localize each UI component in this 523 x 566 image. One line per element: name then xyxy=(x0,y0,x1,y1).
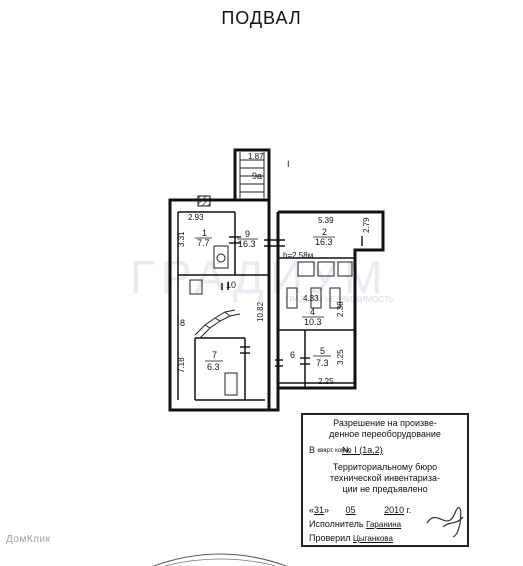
stair-8 xyxy=(194,309,241,339)
dim-3-31: 3.31 xyxy=(177,231,186,247)
dim-2-38: 2.38 xyxy=(336,301,345,317)
room-2-number: 2 xyxy=(322,227,327,237)
room-9-number: 9 xyxy=(245,229,250,239)
room-10-label: 10 xyxy=(226,280,236,290)
stamp-kvart-row: В квярт. комн. № I (1а,2) xyxy=(309,445,461,456)
stamp-checker-label: Проверил xyxy=(309,533,351,543)
section-mark: I xyxy=(287,159,290,169)
room-9-area: 16.3 xyxy=(238,239,256,249)
stamp-line-6: ции не предъявлено xyxy=(342,484,428,494)
stamp-kvart-value: № I (1а,2) xyxy=(342,445,383,455)
stamp-line-4: Территориальному бюро xyxy=(332,462,438,472)
stamp-executor-name: Гаранина xyxy=(366,520,402,529)
dim-3-25: 3.25 xyxy=(336,349,345,365)
room-1-number: 1 xyxy=(202,228,207,238)
stamp-line-2: денное переоборудование xyxy=(329,429,441,439)
stair-9a xyxy=(239,152,265,198)
room-1-area: 7.7 xyxy=(197,238,210,248)
dim-1-87: 1.87 xyxy=(248,152,264,161)
stamp-executor-row: Исполнитель Гаранина xyxy=(309,519,461,530)
room-9a-label: 9a xyxy=(252,171,262,181)
room-7-area: 6.3 xyxy=(207,362,220,372)
stamp-line-1: Разрешение на произве- xyxy=(333,418,437,428)
room-6-label: 6 xyxy=(290,350,295,360)
dim-5-39: 5.39 xyxy=(318,216,334,225)
stamp-date-row: «31» 05 2010 г. xyxy=(309,505,412,515)
stamp-checker-name: Цыганкова xyxy=(352,534,393,543)
room-5-area: 7.3 xyxy=(316,358,329,368)
stamp-kvart-prefix: В xyxy=(309,445,316,455)
corner-logo: ДомКлик xyxy=(6,534,51,545)
stamp-year-suffix: г. xyxy=(406,505,412,515)
stamp-executor-label: Исполнитель xyxy=(309,519,364,529)
door-markers xyxy=(221,236,363,367)
dim-10-82: 10.82 xyxy=(256,301,265,322)
stamp-month: 05 xyxy=(345,505,356,515)
stamp-year: 2010 xyxy=(384,505,405,515)
dim-height: h=2.58м xyxy=(283,251,313,260)
dim-2-25: 2.25 xyxy=(318,377,334,386)
room-4-number: 4 xyxy=(310,307,315,317)
hatched-corner xyxy=(197,195,211,207)
room-8-label: 8 xyxy=(180,318,185,328)
stamp-day: 31 xyxy=(314,505,325,515)
signature-icon xyxy=(426,506,464,538)
room-5-number: 5 xyxy=(320,346,325,356)
stamp-checker-row: Проверил Цыганкова xyxy=(309,533,461,544)
room-7-number: 7 xyxy=(212,350,217,360)
room-2-area: 16.3 xyxy=(315,237,333,247)
stamp-line-5: технической инвентариза- xyxy=(330,473,440,483)
dim-4-33: 4.33 xyxy=(303,294,319,303)
dim-7-18: 7.18 xyxy=(177,357,186,373)
fixtures xyxy=(189,245,353,396)
seal-icon xyxy=(153,553,287,566)
stamp-kvart-label: квярт. комн. xyxy=(317,447,351,454)
room-4-area: 10.3 xyxy=(304,317,322,327)
page-title: ПОДВАЛ xyxy=(221,8,302,28)
dim-2-79: 2.79 xyxy=(362,217,371,233)
approval-stamp: Разрешение на произве- денное переоборуд… xyxy=(301,413,469,547)
dim-2-93: 2.93 xyxy=(188,213,204,222)
